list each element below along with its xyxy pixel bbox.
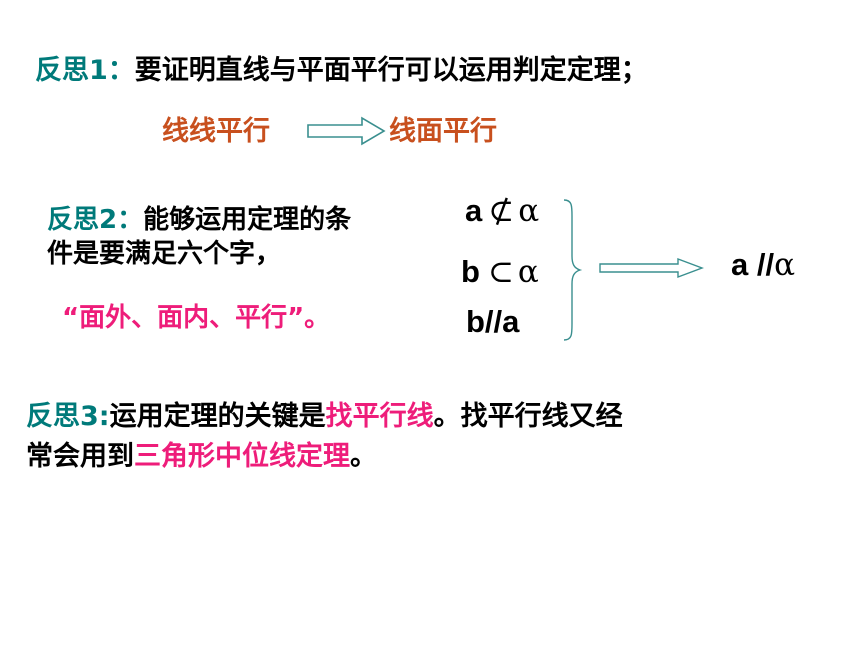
reflection-3-highlight2: 三角形中位线定理 (134, 441, 350, 472)
right-brace-icon (563, 199, 583, 341)
reflection-3-text2: 。找平行线又经 (433, 401, 623, 432)
condition-line-not-in-plane: a⊄α (465, 193, 539, 229)
lines-parallel-text: 线线平行 (162, 116, 270, 147)
reflection-3-text1: 运用定理的关键是 (109, 401, 326, 432)
conclusion-line-parallel-plane: a //α (731, 247, 795, 283)
reflection-2-text1: 能够运用定理的条 (143, 205, 352, 235)
reflection-2-line1: 反思2：能够运用定理的条 (47, 204, 351, 237)
subset-symbol: ⊂ (487, 254, 514, 290)
reflection-3-end: 。 (350, 441, 377, 472)
reflection-3-label: 反思3: (26, 401, 110, 432)
result-var: a // (731, 247, 775, 282)
not-subset-symbol: ⊄ (488, 193, 515, 229)
reflection-2-text2: 件是要满足六个字， (47, 239, 282, 269)
reflection-1: 反思1：要证明直线与平面平行可以运用判定定理； (35, 54, 648, 88)
reflection-3-line1: 反思3:运用定理的关键是找平行线。找平行线又经 (26, 400, 623, 434)
reflection-3-highlight1: 找平行线 (325, 401, 434, 432)
reflection-3-text3: 常会用到 (26, 441, 134, 472)
reflection-1-text: 要证明直线与平面平行可以运用判定定理； (134, 55, 648, 86)
condition-parallel-lines: b//a (466, 304, 520, 339)
line-plane-parallel-text: 线面平行 (389, 116, 497, 147)
cond1-var: a (465, 193, 483, 228)
implies-arrow-icon (307, 116, 386, 146)
conclusion-arrow-icon (599, 257, 704, 279)
result-plane: α (774, 247, 796, 283)
cond2-var: b (461, 254, 480, 289)
reflection-1-label: 反思1： (35, 55, 135, 86)
condition-line-in-plane: b⊂α (461, 254, 539, 290)
cond1-plane: α (518, 193, 540, 229)
reflection-2-quote: “面外、面内、平行”。 (62, 303, 331, 333)
reflection-2-label: 反思2： (47, 205, 144, 235)
cond2-plane: α (517, 254, 539, 290)
reflection-3-line2: 常会用到三角形中位线定理。 (26, 440, 377, 474)
